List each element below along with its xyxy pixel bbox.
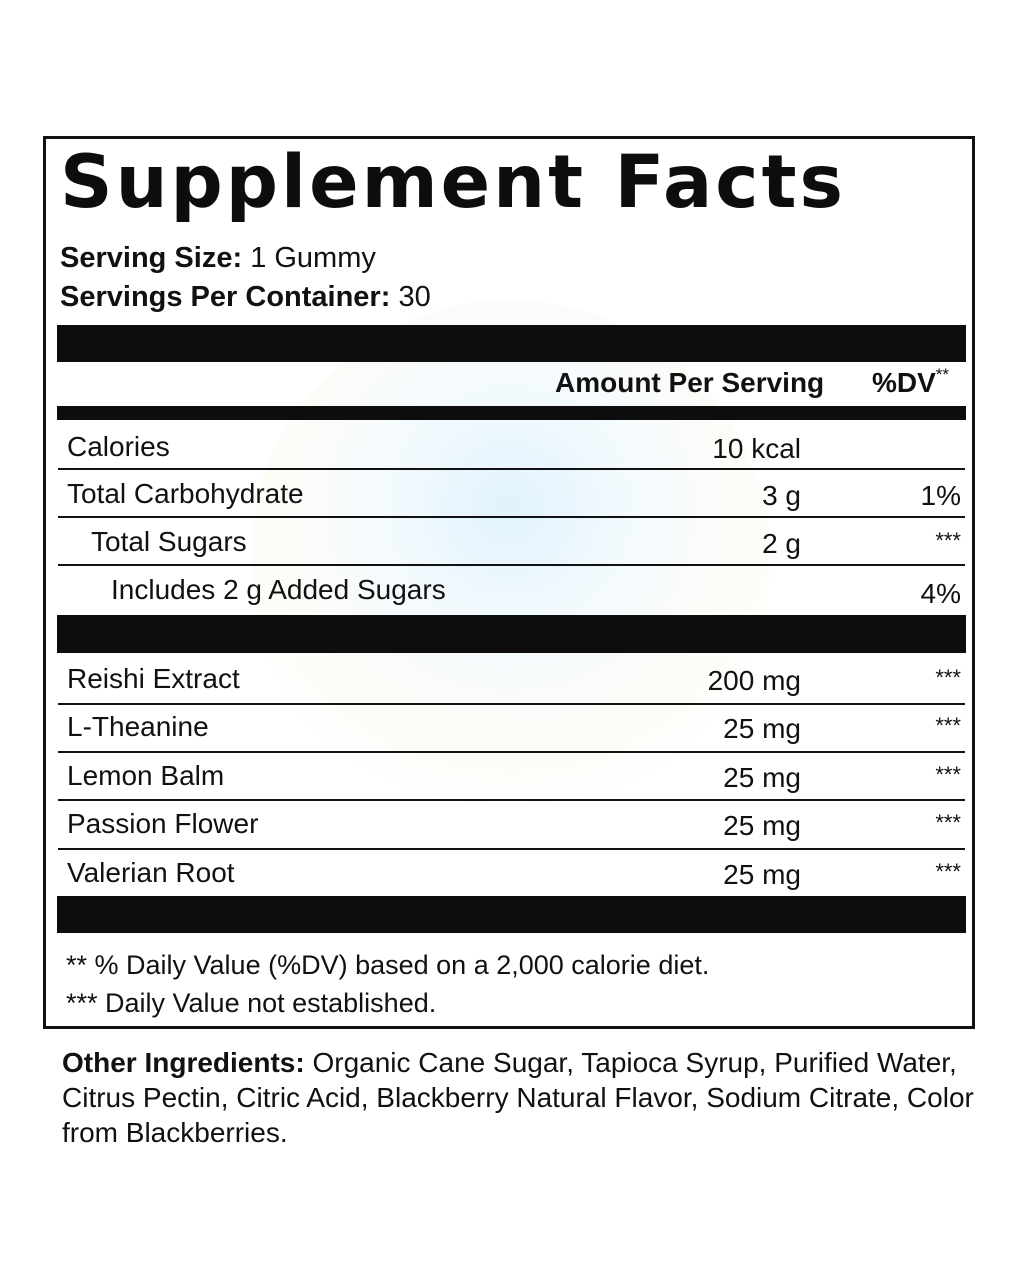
ingredient-amount: 200 mg	[707, 665, 801, 696]
ingredient-amount: 25 mg	[723, 810, 801, 841]
nutrient-amount: 2 g	[762, 528, 801, 559]
ingredient-row-l-theanine: L-Theanine 25 mg ***	[58, 703, 965, 749]
row-divider	[58, 799, 965, 801]
ingredient-name: Reishi Extract	[67, 663, 240, 694]
serving-size: Serving Size: 1 Gummy	[60, 241, 376, 275]
ingredient-row-lemon-balm: Lemon Balm 25 mg ***	[58, 752, 965, 798]
servings-per-container-value: 30	[398, 281, 431, 313]
serving-size-label: Serving Size:	[60, 242, 243, 274]
ingredient-name: L-Theanine	[67, 711, 209, 742]
nutrient-name: Includes 2 g Added Sugars	[111, 574, 446, 605]
row-divider	[58, 751, 965, 753]
ingredient-dv: ***	[935, 713, 961, 738]
medium-divider	[57, 406, 966, 420]
row-divider	[58, 564, 965, 566]
ingredient-row-valerian-root: Valerian Root 25 mg ***	[58, 849, 965, 895]
ingredient-row-reishi-extract: Reishi Extract 200 mg ***	[58, 655, 965, 701]
ingredient-dv: ***	[935, 665, 961, 690]
supplement-facts-panel	[43, 136, 975, 1029]
nutrient-amount: 3 g	[762, 480, 801, 511]
other-ingredients-text: Organic Cane Sugar, Tapioca Syrup, Purif…	[62, 1047, 974, 1148]
ingredient-name: Valerian Root	[67, 857, 235, 888]
nutrient-name: Calories	[67, 431, 170, 462]
ingredient-dv: ***	[935, 810, 961, 835]
thick-divider	[57, 325, 966, 362]
nutrient-row-calories: Calories 10 kcal	[58, 423, 965, 469]
nutrient-row-total-sugars: Total Sugars 2 g ***	[58, 518, 965, 564]
dv-header-label: %DV	[872, 367, 936, 398]
nutrient-dv: 4%	[920, 578, 961, 609]
nutrient-amount: 10 kcal	[712, 433, 801, 464]
dv-header: %DV**	[872, 365, 950, 399]
serving-size-value: 1 Gummy	[250, 242, 376, 274]
other-ingredients: Other Ingredients: Organic Cane Sugar, T…	[62, 1045, 982, 1150]
ingredient-name: Lemon Balm	[67, 760, 225, 791]
nutrient-row-added-sugars: Includes 2 g Added Sugars 4%	[58, 566, 965, 612]
row-divider	[58, 516, 965, 518]
nutrient-dv: 1%	[920, 480, 961, 511]
nutrient-dv: ***	[935, 528, 961, 553]
nutrient-name: Total Carbohydrate	[67, 478, 304, 509]
ingredient-dv: ***	[935, 762, 961, 787]
servings-per-container-label: Servings Per Container:	[60, 281, 391, 313]
footnote-daily-value: ** % Daily Value (%DV) based on a 2,000 …	[66, 950, 710, 980]
row-divider	[58, 703, 965, 705]
ingredient-amount: 25 mg	[723, 762, 801, 793]
nutrient-name: Total Sugars	[91, 526, 247, 557]
ingredient-row-passion-flower: Passion Flower 25 mg ***	[58, 800, 965, 846]
footnote-not-established: *** Daily Value not established.	[66, 988, 437, 1018]
dv-header-mark: **	[935, 365, 950, 384]
panel-title: Supplement Facts	[60, 140, 846, 225]
ingredient-dv: ***	[935, 859, 961, 884]
ingredient-name: Passion Flower	[67, 808, 259, 839]
amount-per-serving-header: Amount Per Serving	[555, 367, 825, 398]
other-ingredients-label: Other Ingredients:	[62, 1047, 305, 1078]
row-divider	[58, 848, 965, 850]
ingredient-amount: 25 mg	[723, 859, 801, 890]
row-divider	[58, 468, 965, 470]
thick-divider	[57, 896, 966, 933]
nutrient-row-total-carbohydrate: Total Carbohydrate 3 g 1%	[58, 470, 965, 516]
ingredient-amount: 25 mg	[723, 713, 801, 744]
thick-divider	[57, 615, 966, 653]
servings-per-container: Servings Per Container: 30	[60, 280, 431, 314]
